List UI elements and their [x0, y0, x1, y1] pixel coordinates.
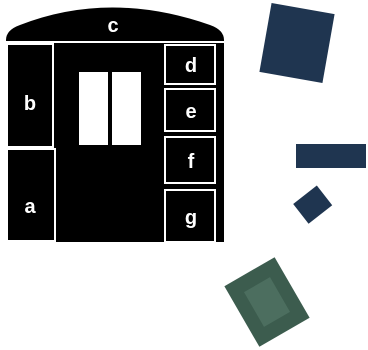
tile-swatches	[224, 3, 366, 347]
tile-navy-bar	[296, 144, 366, 168]
tile-navy-small	[293, 186, 332, 224]
window-pane-left	[79, 72, 108, 145]
section-a	[7, 149, 55, 241]
label-d: d	[185, 55, 197, 77]
label-e: e	[185, 101, 196, 123]
building: c b a d e f g	[6, 8, 224, 243]
label-a: a	[24, 196, 36, 218]
window-pane-right	[112, 72, 141, 145]
label-g: g	[185, 207, 197, 229]
tile-navy-large	[259, 3, 334, 83]
label-c: c	[107, 15, 118, 37]
label-b: b	[24, 93, 36, 115]
label-f: f	[188, 151, 195, 173]
